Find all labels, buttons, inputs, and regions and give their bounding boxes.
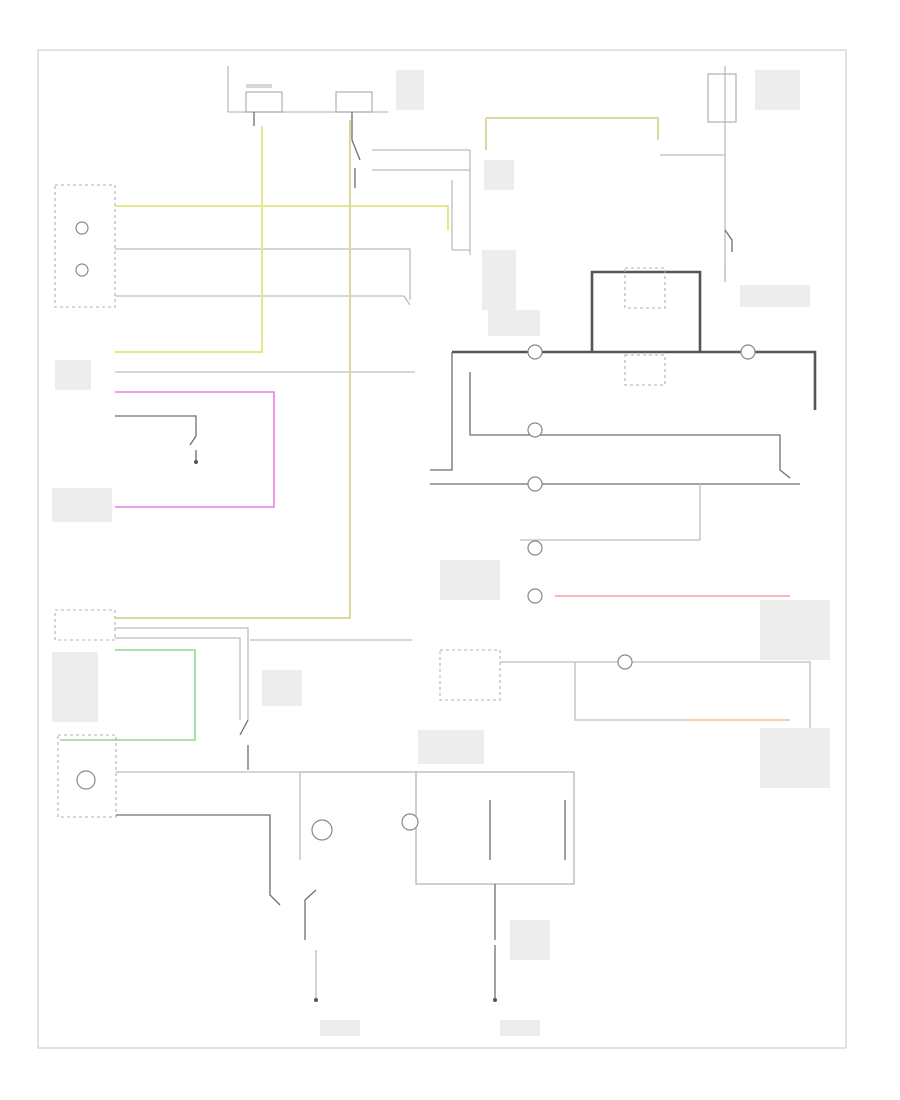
left-motor [57, 734, 416, 1002]
lamp-bus [430, 267, 817, 604]
pink-circuit [115, 391, 275, 508]
top-fuse-section [227, 66, 737, 282]
lower-left-connector [54, 120, 412, 770]
instrument-cluster [54, 126, 449, 373]
annotation-marks [52, 70, 830, 1036]
center-switch-housing [299, 649, 811, 1002]
diagram-frame [37, 49, 847, 1049]
